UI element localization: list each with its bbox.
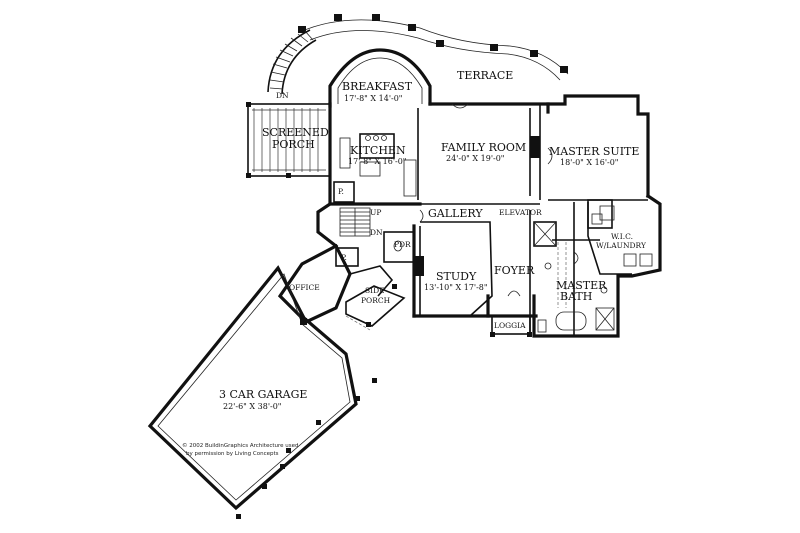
screened-porch-label-line1: SCREENED <box>262 126 329 139</box>
master-suite-label: MASTER SUITE <box>549 145 639 158</box>
loggia <box>490 315 532 337</box>
kitchen-island <box>339 133 417 197</box>
garage-label: 3 CAR GARAGE <box>219 388 307 401</box>
terrace-label: TERRACE <box>457 69 513 82</box>
study-label: STUDY <box>436 270 477 283</box>
copyright-line1: © 2002 BuildinGraphics Architecture used <box>182 442 299 449</box>
pantry-label-1: P. <box>338 187 344 196</box>
wic-label-line2: W/LAUNDRY <box>596 241 647 250</box>
stair-up-label: UP <box>370 208 381 217</box>
garage-dimensions: 22'-6" X 38'-0" <box>223 402 281 411</box>
stair-down-label-top: DN <box>276 91 289 100</box>
stair-down-label: DN <box>370 228 383 237</box>
loggia-label: LOGGIA <box>494 321 526 330</box>
study-dimensions: 13'-10" X 17'-8" <box>424 283 488 292</box>
family-room-dimensions: 24'-0" X 19'-0" <box>446 154 504 163</box>
master-bath-label-line1: MASTER <box>556 279 607 292</box>
side-porch-label-line2: PORCH <box>361 296 391 305</box>
pantry-label-2: P. <box>341 253 347 262</box>
master-bath-label-line2: BATH <box>560 290 592 303</box>
kitchen-dimensions: 17'-8" X 16'-0" <box>348 157 406 166</box>
family-room-fireplace <box>530 136 540 158</box>
office-label: OFFICE <box>289 283 320 292</box>
copyright-line2: by permission by Living Concepts <box>186 451 279 457</box>
master-suite-dimensions: 18'-0" X 16'-0" <box>560 158 618 167</box>
wic-label-line1: W.I.C. <box>611 232 633 241</box>
curved-exterior-stair <box>267 29 317 95</box>
door-swings <box>419 103 579 297</box>
screened-porch <box>246 102 331 178</box>
interior-walls <box>383 104 648 336</box>
study-fireplace <box>414 256 424 276</box>
breakfast-label: BREAKFAST <box>342 80 413 93</box>
family-room-label: FAMILY ROOM <box>441 141 526 154</box>
master-bath-fixtures <box>537 242 615 333</box>
breakfast-dimensions: 17'-8" X 14'-0" <box>344 94 402 103</box>
laundry-appliances <box>599 205 653 267</box>
side-porch-label-line1: SIDE <box>365 286 385 295</box>
terrace-edge <box>298 14 569 81</box>
screened-porch-label-line2: PORCH <box>272 138 315 151</box>
garage <box>147 265 377 519</box>
elevator-label: ELEVATOR <box>499 208 542 217</box>
gallery-label: GALLERY <box>428 207 483 220</box>
breakfast-bay <box>328 48 432 108</box>
pantry-closet-1 <box>333 181 355 203</box>
powder-room-label: PDR <box>394 240 411 249</box>
kitchen-label: KITCHEN <box>350 144 406 157</box>
interior-stair <box>339 207 371 237</box>
foyer-label: FOYER <box>494 264 535 277</box>
